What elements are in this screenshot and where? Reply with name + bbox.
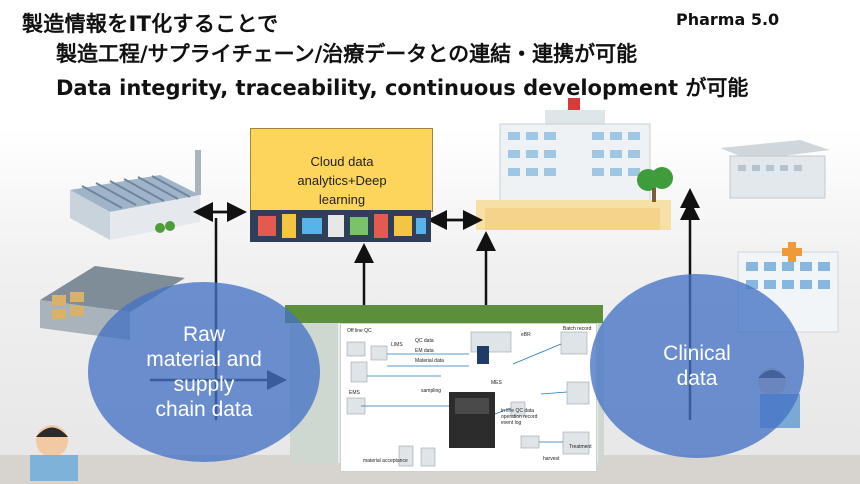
mes-label-in-line-qc: in line QC data — [501, 408, 535, 414]
mes-label-operation-record: operation record — [501, 414, 538, 420]
raw-bubble-line-4: chain data — [155, 398, 253, 421]
raw-bubble-line-3: supply — [173, 373, 235, 396]
raw-material-supply-chain-bubble: Raw material and supply chain data — [88, 282, 320, 462]
mes-label-material-acceptance: material acceptance — [363, 458, 408, 464]
mes-label-material-data: Material data — [415, 358, 444, 364]
cloud-image-strip — [250, 210, 431, 242]
title-subtitle-2: Data integrity, traceability, continuous… — [56, 76, 749, 100]
mes-label-ems: EMS — [349, 390, 360, 396]
mes-label-event-log: event log — [501, 420, 522, 426]
mes-label-em-data: EM data — [415, 348, 434, 354]
raw-bubble-line-2: material and — [146, 348, 262, 371]
mes-label-mes: MES — [491, 380, 502, 386]
clinical-data-bubble: Clinical data — [590, 274, 804, 458]
cloud-analytics-label: Cloud data analytics+Deep learning — [262, 152, 422, 209]
mes-label-offline-qc: Off line QC — [347, 328, 372, 334]
title-main: 製造情報をIT化することで — [22, 12, 279, 36]
factory-roof — [285, 305, 603, 323]
mes-flow-graphics — [346, 331, 590, 467]
cloud-analytics-box — [250, 128, 433, 212]
hospital-top-illustration — [476, 98, 673, 230]
mes-flow-panel: Off line QC QC data EM data Material dat… — [340, 323, 597, 472]
pharma-badge: Pharma 5.0 — [676, 10, 780, 29]
factory-top-left-illustration — [70, 150, 201, 240]
title-subtitle-1: 製造工程/サプライチェーン/治療データとの連結・連携が可能 — [56, 42, 638, 66]
mes-label-batch-record: Batch record — [563, 326, 592, 332]
mes-label-ebr: eBR — [521, 332, 531, 338]
cloud-label-line-2: analytics+Deep — [297, 173, 387, 188]
mes-label-treatment: Treatment — [569, 444, 592, 450]
cloud-label-line-3: learning — [318, 192, 366, 207]
mes-label-sampling: sampling — [421, 388, 442, 394]
mes-label-lims: LIMS — [391, 342, 403, 348]
patient-left-illustration — [30, 425, 78, 481]
warehouse-left-illustration — [40, 266, 185, 340]
raw-bubble-line-1: Raw — [182, 323, 225, 346]
mes-label-harvest: harvest — [543, 456, 560, 462]
warehouse-top-right-illustration — [720, 140, 830, 199]
mes-label-qc-data: QC data — [415, 338, 434, 344]
clinical-bubble-line-1: Clinical — [663, 342, 731, 365]
cloud-label-line-1: Cloud data — [310, 154, 374, 169]
clinical-bubble-line-2: data — [676, 367, 718, 390]
